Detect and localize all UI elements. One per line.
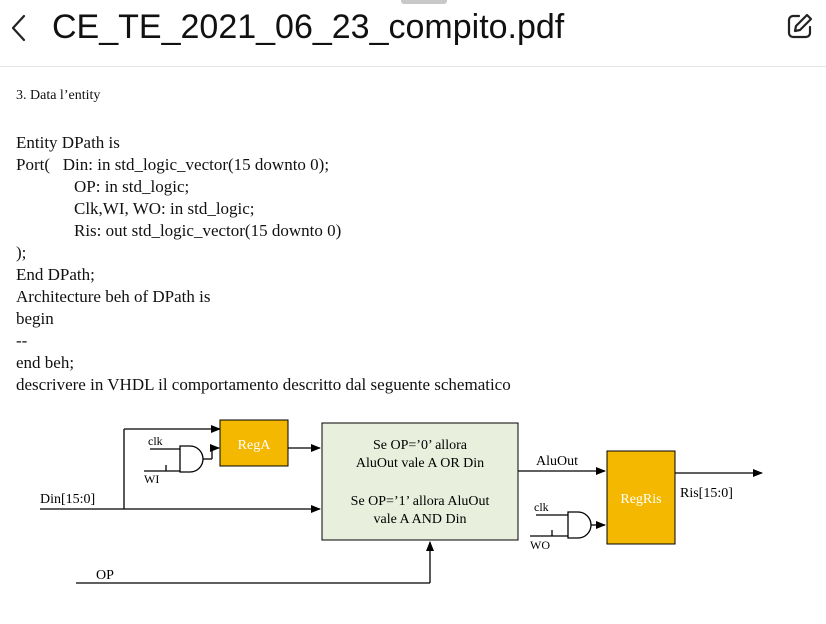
edit-note-icon <box>787 13 813 39</box>
aluout-label: AluOut <box>536 454 578 469</box>
rega-register <box>219 419 289 467</box>
code-line: end beh; <box>16 353 75 372</box>
code-line: Port( Din: in std_logic_vector(15 downto… <box>16 155 330 174</box>
app-header: CE_TE_2021_06_23_compito.pdf <box>0 0 826 67</box>
code-line: descrivere in VHDL il comportamento desc… <box>16 375 511 394</box>
alu-text-3: Se OP=’1’ allora AluOut <box>351 494 490 509</box>
code-line: -- <box>16 331 28 350</box>
wi-label: WI <box>144 472 159 486</box>
question-heading: 3. Data l’entity <box>16 88 101 103</box>
chevron-left-icon <box>11 14 26 42</box>
and-gate-wi <box>179 445 204 473</box>
op-label: OP <box>96 568 114 583</box>
code-line: ); <box>16 243 27 262</box>
schematic-diagram: Din[15:0] RegA clk WI Se OP=’0’ allora A… <box>40 419 763 584</box>
code-line: begin <box>16 309 54 328</box>
regris-label: RegRis <box>620 492 661 507</box>
wo-label: WO <box>530 538 550 552</box>
status-notch <box>401 0 447 4</box>
back-button[interactable] <box>4 6 34 50</box>
alu-text-2: AluOut vale A OR Din <box>356 456 484 471</box>
code-line: OP: in std_logic; <box>74 177 190 196</box>
regris-register <box>606 450 676 545</box>
alu-block <box>321 422 519 541</box>
din-label: Din[15:0] <box>40 492 95 507</box>
code-line: Clk,WI, WO: in std_logic; <box>74 199 255 218</box>
ris-label: Ris[15:0] <box>680 486 733 501</box>
and-gate-wo <box>567 511 592 539</box>
alu-text-4: vale A AND Din <box>374 512 467 527</box>
code-line: Architecture beh of DPath is <box>16 287 211 306</box>
code-line: Entity DPath is <box>16 133 120 152</box>
code-line: End DPath; <box>16 265 95 284</box>
clk-label-1: clk <box>148 434 163 448</box>
rega-label: RegA <box>238 438 272 453</box>
document-title: CE_TE_2021_06_23_compito.pdf <box>52 8 565 46</box>
edit-button[interactable] <box>780 6 820 46</box>
alu-text-1: Se OP=’0’ allora <box>373 438 468 453</box>
clk-label-2: clk <box>534 500 549 514</box>
code-line: Ris: out std_logic_vector(15 downto 0) <box>74 221 342 240</box>
